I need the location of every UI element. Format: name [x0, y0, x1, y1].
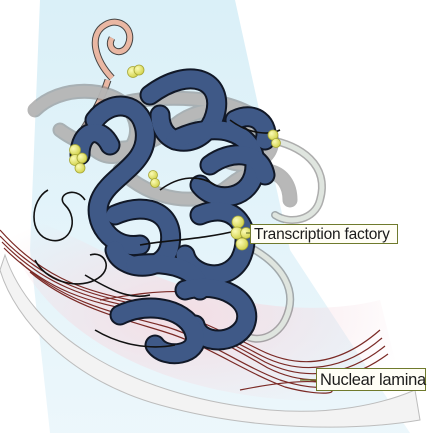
nuclear-lamina-label: Nuclear lamina — [316, 368, 426, 391]
transcription-factory-label: Transcription factory — [250, 224, 398, 244]
factory-bead-cluster-main — [232, 216, 244, 228]
factory-bead-cluster-center — [149, 171, 158, 180]
